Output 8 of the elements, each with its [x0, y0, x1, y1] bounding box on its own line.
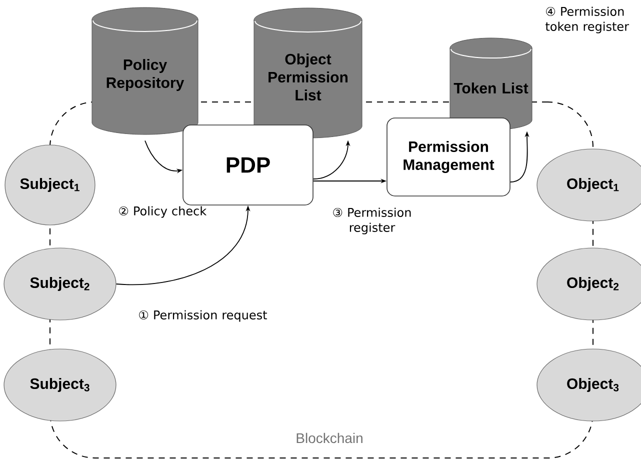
database-cylinder: Policy Repository: [92, 7, 198, 135]
step-label: ② Policy check: [119, 206, 207, 218]
step-label: ③ Permission register: [333, 208, 411, 234]
process-box: Permission Management: [386, 118, 510, 196]
step-label: ① Permission request: [139, 310, 268, 322]
step-label: ④ Permission token register: [546, 6, 630, 34]
database-cylinder: Object Permission List: [254, 8, 362, 138]
process-box: PDP: [182, 124, 314, 206]
